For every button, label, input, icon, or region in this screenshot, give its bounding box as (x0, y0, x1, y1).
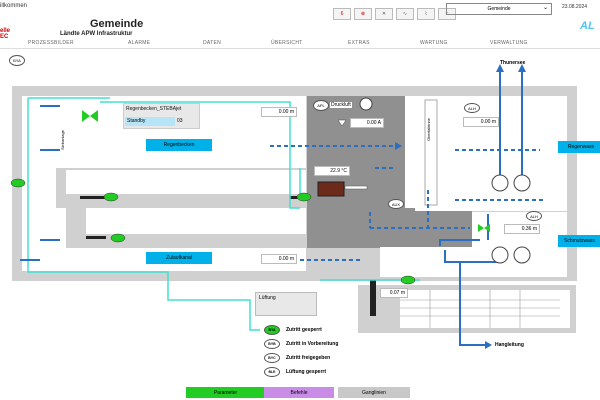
machine-room-lower (307, 208, 472, 248)
chevron-down-icon: ⌄ (542, 5, 548, 11)
page-title: Gemeinde (90, 18, 144, 30)
dropdown-value: Gemeinde (487, 6, 511, 12)
graph-icon[interactable]: ∿ (396, 8, 414, 20)
nav-daten[interactable]: DATEN (203, 40, 222, 46)
level-display-1: 0.00 m (261, 107, 297, 117)
rinne-label: Überfallrinne (426, 118, 431, 141)
nav-extras[interactable]: EXTRAS (348, 40, 370, 46)
legend-label: Zutritt in Vorbereitung (286, 341, 339, 347)
brand-logo: AL (580, 20, 595, 32)
nav-verwaltung[interactable]: VERWALTUNG (490, 40, 528, 46)
thunersee-label: Thunersee (500, 60, 526, 66)
druckluft-label: Druckluft (330, 102, 352, 108)
nav-alarme[interactable]: ALARME (128, 40, 151, 46)
outlet-chamber (400, 290, 570, 328)
regenbecken-label: Regenbecken_STEBAjet (126, 106, 182, 112)
alh-badge[interactable]: ALH (464, 103, 480, 113)
sieb-label: Siebanlage (60, 130, 65, 151)
legend-label: Zutritt gesperrt (286, 327, 322, 333)
level-display-4: 0.07 m (380, 288, 408, 298)
nav-prozessbilder[interactable]: PROZESSBILDER (28, 40, 74, 46)
inner-wall-2 (56, 170, 66, 208)
trend-icon[interactable]: ⌇ (417, 8, 435, 20)
parameter-button[interactable]: Parameter (186, 387, 265, 398)
current-date: 23.08.2024 (562, 4, 588, 10)
legend: BYA Zutritt gesperrt BYB Zutritt in Vorb… (264, 325, 338, 377)
inner-wall-4 (86, 234, 306, 248)
main-nav: PROZESSBILDER ALARME DATEN ÜBERSICHT EXT… (0, 38, 600, 49)
status-indicator (10, 178, 416, 285)
legend-ble-icon: BLE (264, 367, 280, 377)
hangleitung-label: Hangleitung (495, 342, 524, 348)
pipe-solid (20, 72, 523, 346)
ampere-display: 0.00 A (350, 118, 384, 128)
regenbecken-panel: Regenbecken_STEBAjet Standby 03 (123, 103, 200, 129)
gate (370, 280, 376, 316)
level-display-5: 0.00 m (463, 117, 499, 127)
standby-value: 03 (177, 118, 183, 124)
temperature-display: 22.9 °C (314, 166, 350, 176)
legend-label: Zutritt freigegeben (286, 355, 331, 361)
lueftung-panel: Lüftung (255, 292, 317, 316)
lueftung-label: Lüftung (259, 295, 276, 301)
inner-wall-3 (66, 208, 86, 248)
alarm-icon[interactable]: 6 (333, 8, 351, 20)
ganglinien-button[interactable]: Ganglinien (338, 387, 410, 398)
alarm-count: 6 (340, 11, 344, 17)
aux-badge[interactable]: AUX (388, 199, 404, 209)
standby-label: Standby (125, 117, 175, 126)
regenwasser-button[interactable]: Regenwass (558, 141, 600, 153)
nav-uebersicht[interactable]: ÜBERSICHT (271, 40, 303, 46)
legend-byb-icon: BYB (264, 339, 280, 349)
tools-icon[interactable]: ✕ (375, 8, 393, 20)
rinne (424, 99, 438, 206)
regenbecken-button[interactable]: Regenbecken (146, 139, 212, 151)
page-subtitle: Ländte APW Infrastruktur (60, 31, 133, 37)
legend-item: BLE Lüftung gesperrt (264, 367, 338, 377)
legend-item: BYA Zutritt gesperrt (264, 325, 338, 335)
divider (405, 96, 415, 208)
bya-badge[interactable]: BYA (9, 55, 25, 66)
location-dropdown[interactable]: Gemeinde ⌄ (446, 3, 552, 15)
company-logo: elle EC (0, 28, 11, 40)
alh-badge-2[interactable]: ALH (526, 211, 542, 221)
legend-bya-icon: BYA (264, 325, 280, 335)
stop-icon[interactable]: ⊗ (354, 8, 372, 20)
zulaufkanal-button[interactable]: Zulaufkanal (146, 252, 212, 264)
pipe-dashed (270, 145, 545, 261)
level-display-2: 0.00 m (261, 254, 297, 264)
befehle-button[interactable]: Befehle (264, 387, 334, 398)
level-display-3: 0.36 m (504, 224, 540, 234)
heater (317, 181, 345, 197)
schmutzwasser-button[interactable]: Schmutzwass (558, 235, 600, 247)
nav-wartung[interactable]: WARTUNG (420, 40, 448, 46)
legend-item: BYC Zutritt freigegeben (264, 353, 338, 363)
pump-room-lower (472, 212, 567, 277)
legend-label: Lüftung gesperrt (286, 369, 326, 375)
pump-room (415, 96, 567, 211)
welcome-text: illkommen (0, 3, 28, 9)
inner-wall-1 (56, 194, 306, 208)
legend-byc-icon: BYC (264, 353, 280, 363)
inner-wall-5 (56, 168, 306, 170)
apl-badge[interactable]: APL (313, 100, 329, 111)
legend-item: BYB Zutritt in Vorbereitung (264, 339, 338, 349)
